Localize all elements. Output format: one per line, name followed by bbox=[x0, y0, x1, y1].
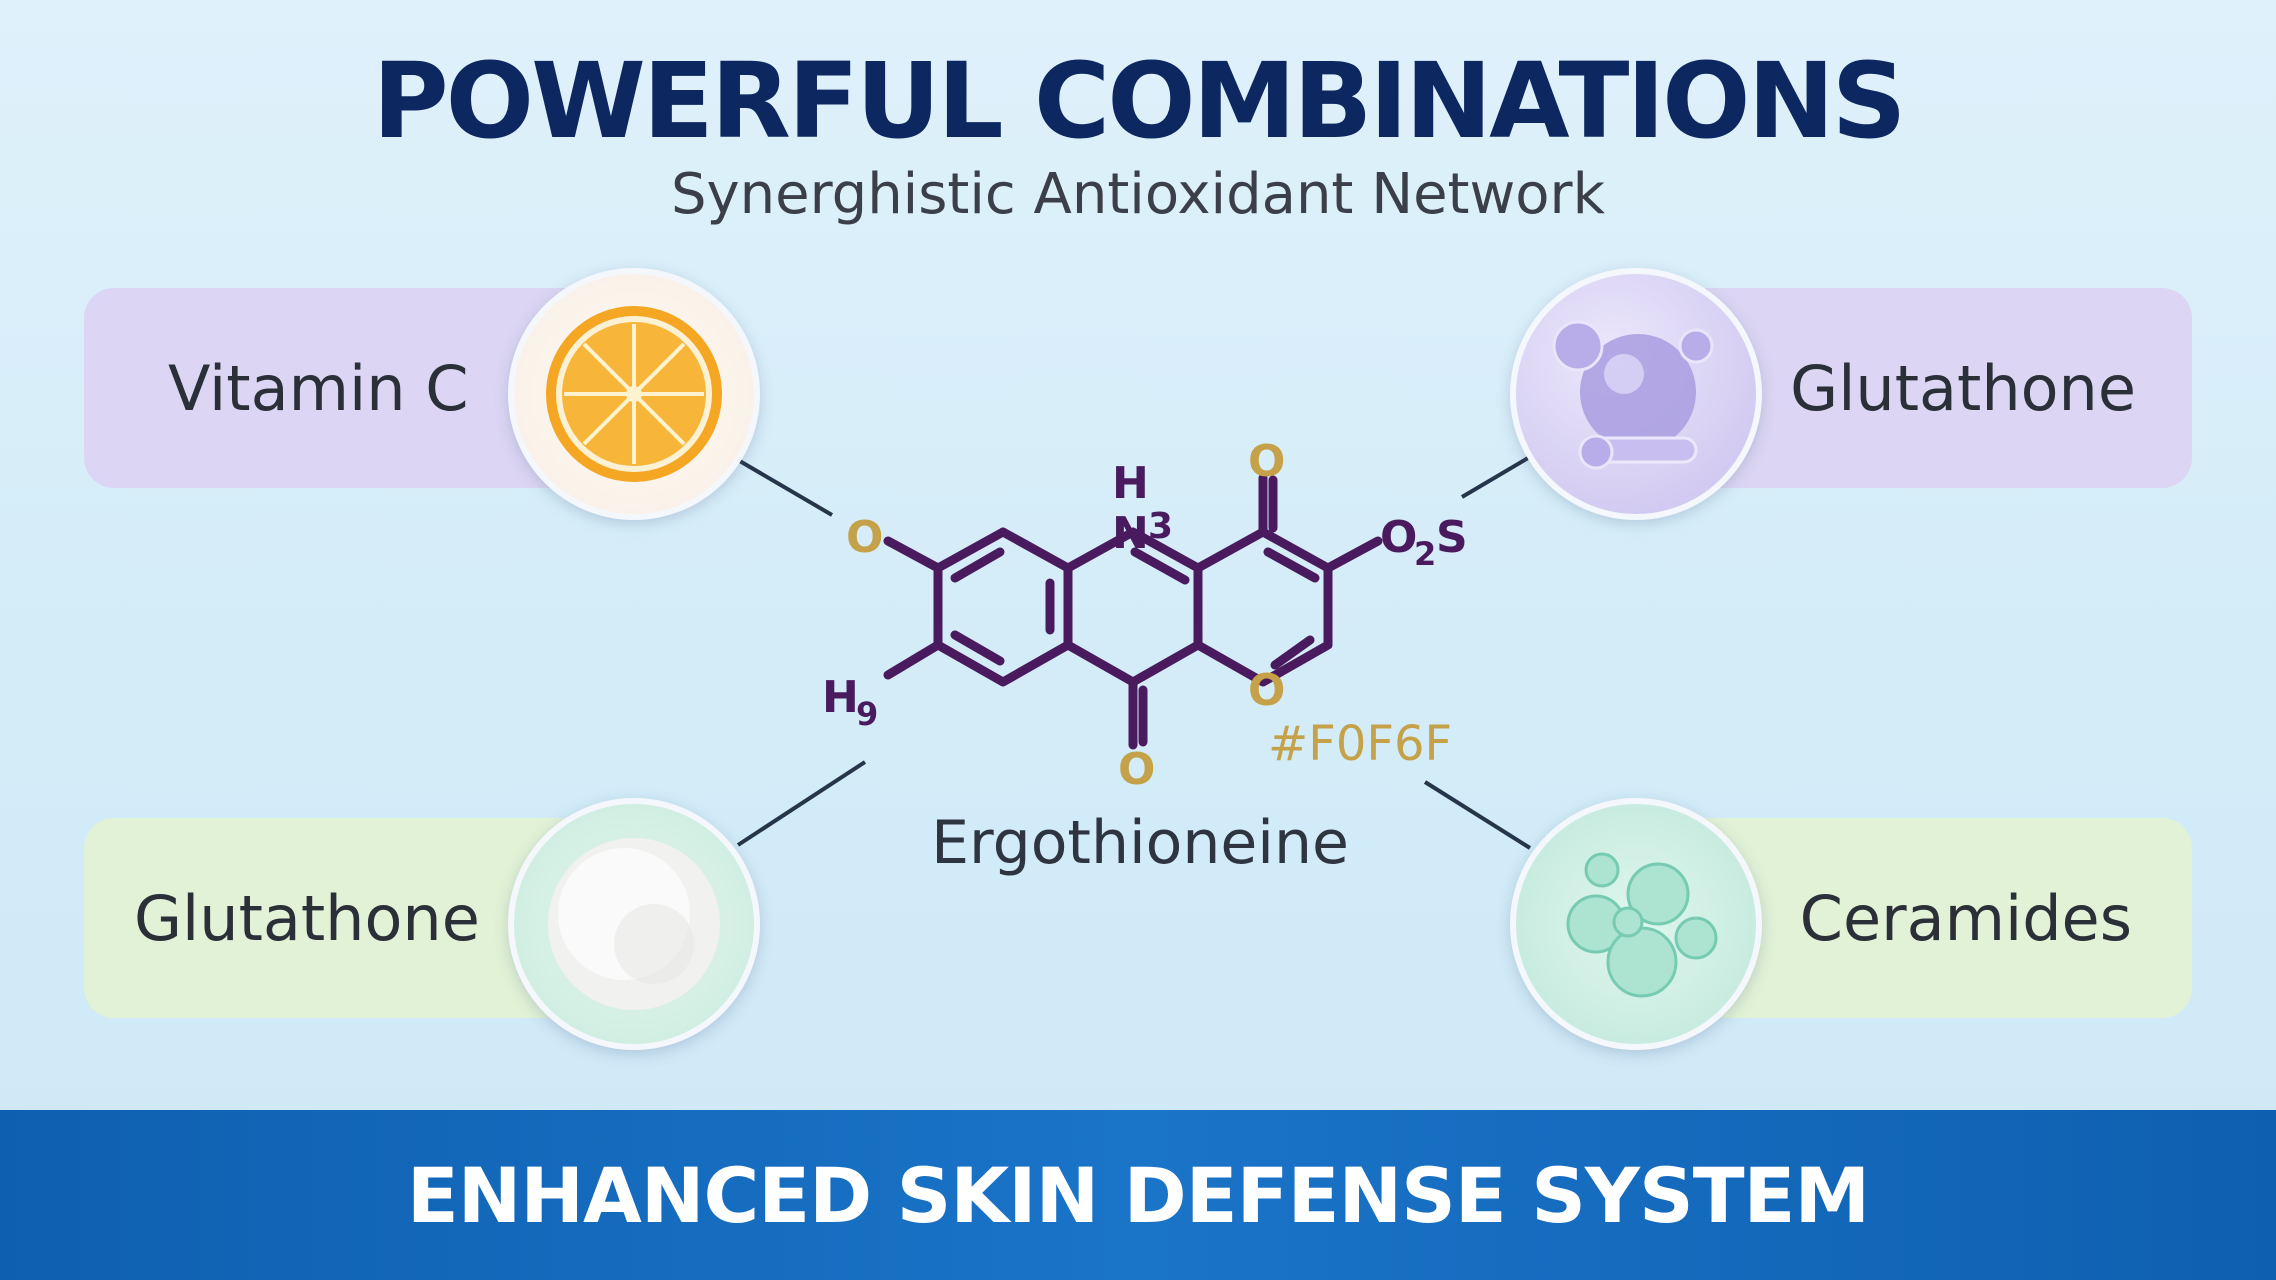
bond-h9 bbox=[883, 640, 943, 680]
bond-o-left bbox=[883, 536, 943, 573]
atom-o-top-right: O bbox=[1248, 436, 1285, 487]
banner-text: ENHANCED SKIN DEFENSE SYSTEM bbox=[406, 1150, 1870, 1240]
atom-h-top: H bbox=[1112, 458, 1149, 509]
atom-o2s-s: S bbox=[1436, 512, 1468, 563]
right-ring bbox=[1193, 527, 1333, 687]
atom-h9-sub: 9 bbox=[856, 695, 878, 733]
card-label: Ceramides bbox=[1799, 881, 2132, 955]
card-label: Vitamin C bbox=[168, 351, 469, 425]
molecule-sphere-icon bbox=[1510, 268, 1762, 520]
white-powder-icon bbox=[508, 798, 760, 1050]
bubbles-icon bbox=[1510, 798, 1762, 1050]
orange-slice-icon bbox=[508, 268, 760, 520]
connector-vitamin-c bbox=[736, 458, 834, 517]
page-title: POWERFUL COMBINATIONS bbox=[372, 40, 1906, 162]
card-label: Glutathone bbox=[1790, 351, 2136, 425]
atom-n-subscript: 3 bbox=[1148, 506, 1173, 547]
atom-n: N bbox=[1112, 508, 1149, 559]
atom-h9: H bbox=[822, 672, 859, 723]
color-code-label: #F0F6F bbox=[1268, 716, 1452, 772]
card-label: Glutathone bbox=[134, 881, 480, 955]
atom-o-bottom: O bbox=[1118, 744, 1155, 795]
middle-ring bbox=[1063, 527, 1203, 687]
page-subtitle: Synerghistic Antioxidant Network bbox=[670, 162, 1606, 227]
connector-glutathone-bottom bbox=[736, 760, 867, 847]
atom-o-ring: O bbox=[1248, 665, 1285, 716]
atom-o-left: O bbox=[846, 512, 883, 563]
molecule-name: Ergothioneine bbox=[931, 808, 1349, 878]
connector-glutathone-top bbox=[1460, 456, 1530, 499]
atom-o2s-o: O bbox=[1380, 512, 1417, 563]
footer-banner: ENHANCED SKIN DEFENSE SYSTEM bbox=[0, 1110, 2276, 1280]
connector-ceramides bbox=[1423, 780, 1532, 850]
bond-o2s bbox=[1323, 536, 1383, 573]
atom-o2s-sub: 2 bbox=[1414, 535, 1436, 573]
